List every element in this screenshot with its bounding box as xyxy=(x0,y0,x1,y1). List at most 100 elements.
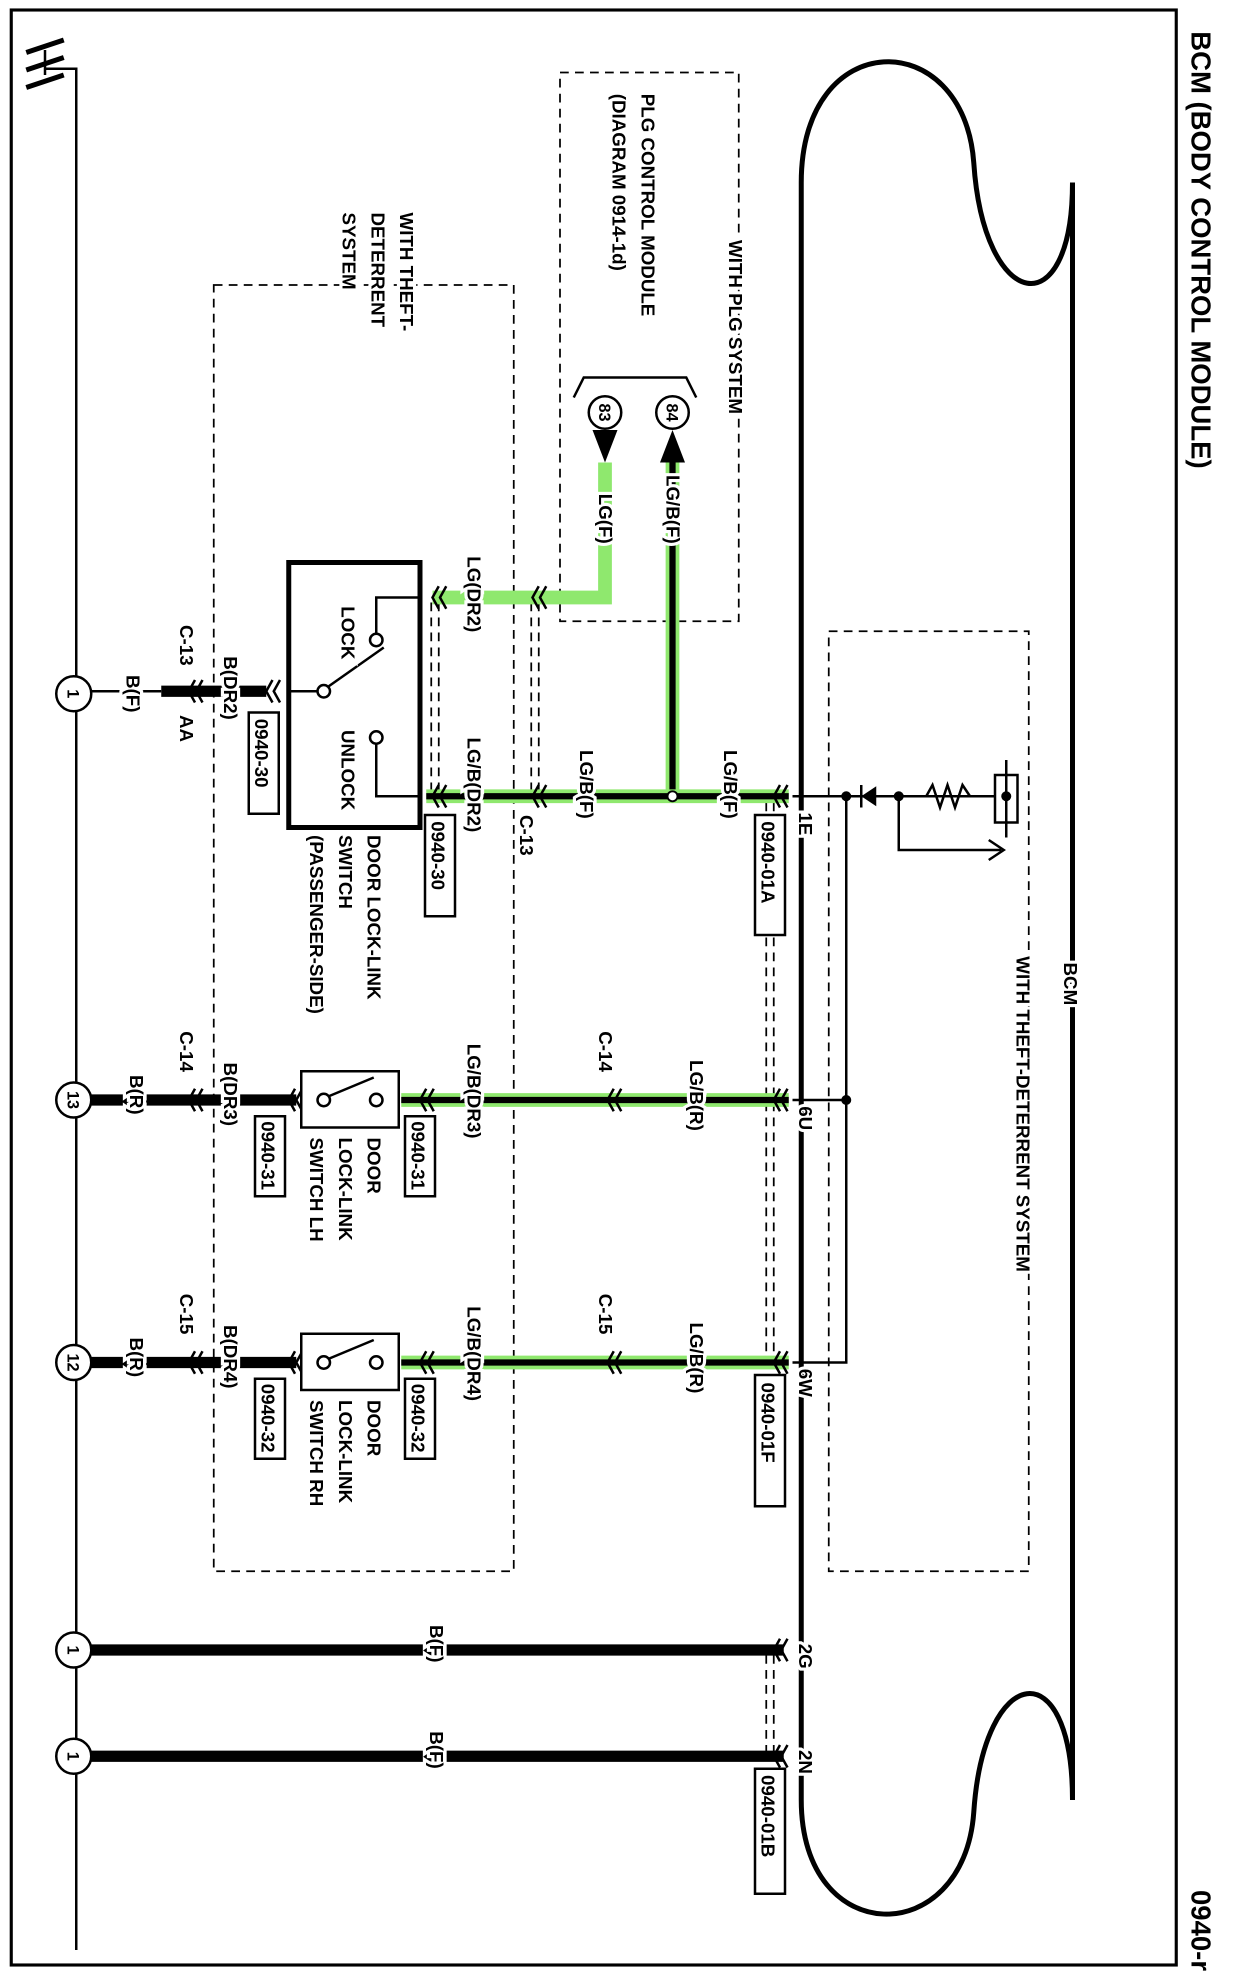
pin-2g: 2G xyxy=(795,1644,816,1669)
bcm-internal-circuit xyxy=(792,760,1019,1364)
switch-name-passenger-3: (PASSENGER-SIDE) xyxy=(306,835,327,1014)
ground-points xyxy=(55,675,93,1775)
connector-chevron-icon xyxy=(772,1638,782,1662)
bcm-theft-box xyxy=(827,630,1030,1573)
connector-chevron-icon xyxy=(287,1350,297,1375)
theft-label-3: SYSTEM xyxy=(339,213,360,290)
ground-icon xyxy=(25,37,78,1950)
switch-name-passenger-1: DOOR LOCK-LINK xyxy=(364,835,385,1000)
plg-system-label: WITH PLG SYSTEM xyxy=(725,240,746,414)
connector-chevron-icon xyxy=(772,1744,782,1769)
switch-name-lh-3: SWITCH LH xyxy=(306,1138,327,1242)
wire-label-lgb-r-6w: LG/B(R) xyxy=(686,1323,707,1394)
ground-wire-label-bf: B(F) xyxy=(122,675,143,712)
ref-0940-32-switch: 0940-32 xyxy=(407,1384,428,1453)
wire-label-lgb-f-bcm: LG/B(F) xyxy=(720,750,741,819)
door-lock-link-switch-rh xyxy=(300,1332,400,1392)
connector-c13: C-13 xyxy=(516,815,537,856)
wire-label-lgb-r-6u: LG/B(R) xyxy=(686,1060,707,1131)
connector-chevron-icon xyxy=(779,784,789,809)
connector-chevron-icon xyxy=(531,585,540,610)
ground-connector-c13: C-13 xyxy=(176,625,197,666)
connector-chevron-icon xyxy=(187,1350,197,1375)
bcm-label: BCM xyxy=(1060,963,1081,1006)
connector-chevron-icon xyxy=(772,1350,782,1375)
plg-system-box xyxy=(559,71,740,623)
connector-chevron-icon xyxy=(426,1350,435,1375)
switch-name-lh-2: LOCK-LINK xyxy=(335,1138,356,1242)
switch-name-passenger-2: SWITCH xyxy=(335,835,356,909)
ref-box-0940-01a xyxy=(753,813,787,937)
connector-chevron-icon xyxy=(194,679,204,704)
lock-label: LOCK xyxy=(337,606,358,660)
connector-chevron-icon xyxy=(606,1350,615,1375)
connector-chevron-icon xyxy=(779,1638,789,1662)
bcm-theft-label: WITH THEFT-DETERRENT SYSTEM xyxy=(1012,956,1033,1272)
bcm-module-outline xyxy=(798,59,1075,1917)
connector-chevron-icon xyxy=(772,784,782,809)
door-lock-link-switch-lh xyxy=(300,1070,400,1129)
connector-chevron-icon xyxy=(272,679,282,704)
pin-84: 84 xyxy=(662,403,680,421)
wires xyxy=(91,462,789,1762)
ref-box-0940-30-switch xyxy=(423,813,457,918)
connector-c15: C-15 xyxy=(595,1294,616,1335)
wire-label-83: LG(F) xyxy=(595,494,616,544)
ground-wire-label-dr2: B(DR2) xyxy=(220,656,241,720)
unlock-label: UNLOCK xyxy=(337,730,358,811)
plg-module-label: PLG CONTROL MODULE xyxy=(637,94,658,317)
ref-0940-31-ground: 0940-31 xyxy=(257,1121,278,1190)
ground-num-6u: 13 xyxy=(64,1091,82,1109)
ground-wire-label-dr4: B(DR4) xyxy=(220,1325,241,1389)
ref-0940-30-ground: 0940-30 xyxy=(251,719,272,788)
pin-83: 83 xyxy=(595,403,613,421)
wire-label-lgb-dr3: LG/B(DR3) xyxy=(464,1044,485,1139)
ground-num-1e: 1 xyxy=(64,689,82,698)
wire-label-lgb-dr2: LG/B(DR2) xyxy=(464,738,485,833)
ref-box-0940-31-ground xyxy=(253,1115,287,1198)
page-code: 0940-r xyxy=(1185,1890,1216,1971)
wire-label-bf-2g: B(F) xyxy=(426,1625,447,1662)
ground-num-2n: 1 xyxy=(64,1752,82,1761)
connector-chevron-icon xyxy=(426,1088,435,1112)
connector-chevron-icon xyxy=(438,784,448,809)
ground-wire-label-dr3: B(DR3) xyxy=(220,1063,241,1127)
switch-name-rh-3: SWITCH RH xyxy=(306,1400,327,1506)
switch-name-rh-1: DOOR xyxy=(364,1400,385,1457)
connector-chevron-icon xyxy=(606,1088,615,1112)
page-title: BCM (BODY CONTROL MODULE) xyxy=(1185,31,1216,468)
connector-chevron-icon xyxy=(779,1744,789,1769)
resistor-icon xyxy=(925,781,972,812)
wire-lg-f xyxy=(432,462,612,605)
ground-num-2g: 1 xyxy=(64,1645,82,1654)
ref-box-0940-01b xyxy=(753,1767,787,1895)
ground-num-6w: 12 xyxy=(64,1353,82,1371)
connector-c14: C-14 xyxy=(595,1031,616,1072)
arrow-up-icon xyxy=(660,430,685,463)
theft-label-1: WITH THEFT- xyxy=(396,213,417,332)
wire-label-bf-2n: B(F) xyxy=(426,1731,447,1768)
connector-chevron-icon xyxy=(438,585,448,610)
door-lock-link-switch-passenger xyxy=(286,560,423,830)
ground-connector-c14: C-14 xyxy=(176,1031,197,1072)
connector-chevron-icon xyxy=(613,1350,623,1375)
ground-pin-aa: AA xyxy=(176,715,197,743)
pin-6u: 6U xyxy=(795,1106,816,1130)
plg-diagram-ref: (DIAGRAM 0914-1d) xyxy=(609,94,630,271)
pin-2n: 2N xyxy=(795,1750,816,1774)
connector-chevron-icon xyxy=(779,1350,789,1375)
ref-0940-01b: 0940-01B xyxy=(757,1775,778,1857)
ref-0940-01a: 0940-01A xyxy=(757,821,778,904)
arrow-down-icon xyxy=(592,430,618,463)
connector-chevron-icon xyxy=(194,1350,204,1375)
wire-label-84: LG/B(F) xyxy=(662,475,683,544)
ref-0940-31-switch: 0940-31 xyxy=(407,1121,428,1190)
connector-chevron-icon xyxy=(418,1350,428,1375)
connector-chevron-icon xyxy=(431,784,440,809)
ref-box-0940-30-ground xyxy=(247,711,280,815)
pin-84-circle xyxy=(655,395,690,430)
connector-chevron-icon xyxy=(531,784,540,809)
ground-connector-c15: C-15 xyxy=(176,1294,197,1335)
connector-chevron-icon xyxy=(264,679,274,704)
